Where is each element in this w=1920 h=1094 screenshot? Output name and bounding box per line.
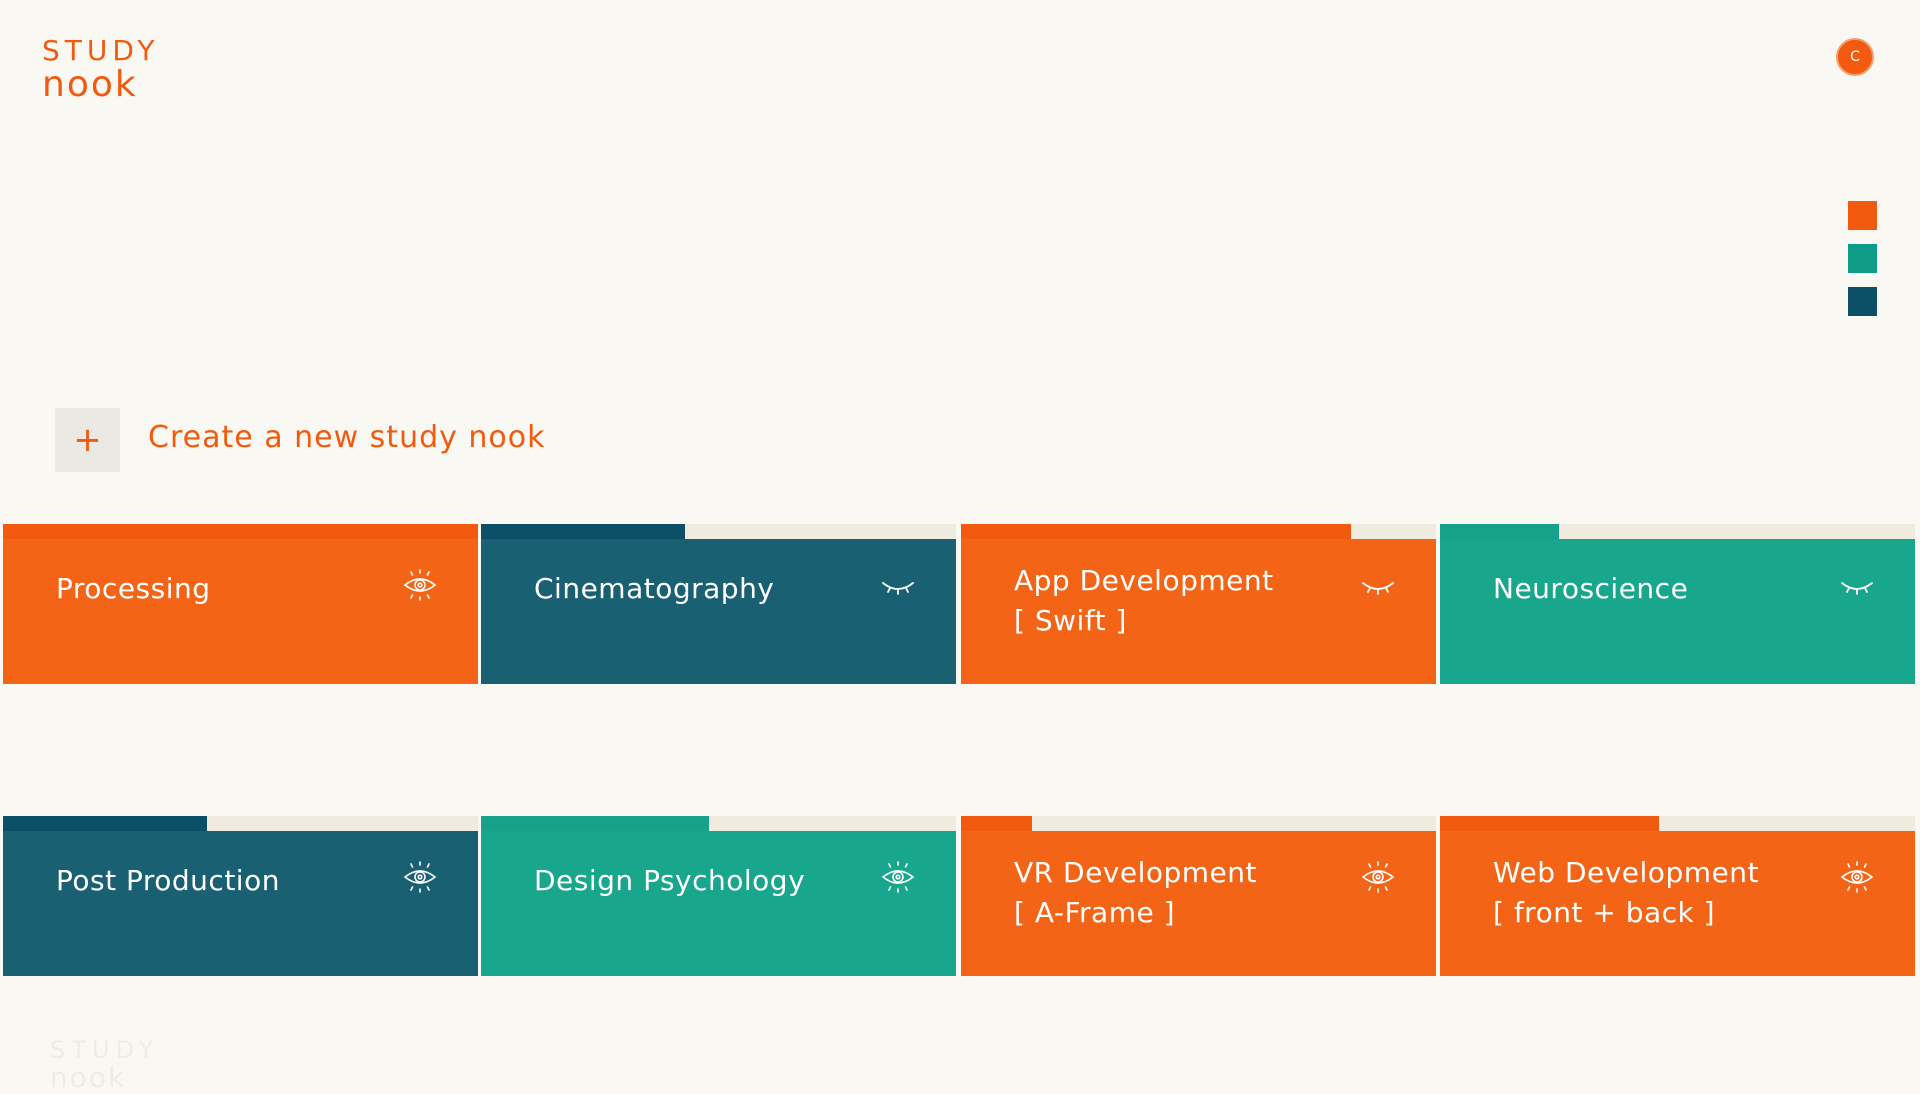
eye-open-icon[interactable] <box>1358 857 1398 897</box>
card-body: Post Production <box>3 831 478 976</box>
card-progress-fill <box>961 524 1351 539</box>
card-title: Design Psychology <box>534 861 864 901</box>
card-title-text: Neuroscience <box>1493 572 1689 605</box>
card-title: App Development [ Swift ] <box>1014 561 1344 641</box>
eye-open-icon[interactable] <box>400 565 440 605</box>
nook-card[interactable]: Neuroscience <box>1440 524 1915 684</box>
logo[interactable]: STUDY nook <box>42 34 170 104</box>
create-nook-button[interactable]: + <box>55 408 120 472</box>
card-progress-bar <box>481 524 956 539</box>
create-nook-label[interactable]: Create a new study nook <box>148 420 546 455</box>
card-body: Web Development [ front + back ] <box>1440 831 1915 976</box>
logo-top-text: STUDY <box>42 34 160 67</box>
eye-open-icon[interactable] <box>878 857 918 897</box>
card-title-text: App Development <box>1014 564 1274 597</box>
footer-logo: STUDY nook <box>50 1036 159 1092</box>
color-swatch-teal[interactable] <box>1848 244 1877 273</box>
card-subtitle: [ front + back ] <box>1493 896 1716 929</box>
eye-closed-icon[interactable] <box>878 565 918 605</box>
eye-open-icon[interactable] <box>1837 857 1877 897</box>
footer-logo-bottom: nook <box>50 1061 127 1094</box>
eye-closed-icon[interactable] <box>1358 565 1398 605</box>
nook-card[interactable]: VR Development [ A-Frame ] <box>961 816 1436 976</box>
footer-logo-top: STUDY <box>50 1036 160 1064</box>
plus-icon: + <box>73 420 102 460</box>
nook-card[interactable]: App Development [ Swift ] <box>961 524 1436 684</box>
card-title-text: Processing <box>56 572 211 605</box>
card-body: Design Psychology <box>481 831 956 976</box>
card-progress-fill <box>3 816 208 831</box>
card-title: Processing <box>56 569 386 609</box>
card-title: Cinematography <box>534 569 864 609</box>
card-title-text: Web Development <box>1493 856 1759 889</box>
card-progress-bar <box>3 524 478 539</box>
card-body: VR Development [ A-Frame ] <box>961 831 1436 976</box>
nook-card[interactable]: Design Psychology <box>481 816 956 976</box>
card-progress-fill <box>481 816 709 831</box>
card-progress-fill <box>961 816 1033 831</box>
nook-card[interactable]: Web Development [ front + back ] <box>1440 816 1915 976</box>
card-body: Processing <box>3 539 478 684</box>
logo-bottom-text: nook <box>42 64 138 105</box>
nook-card[interactable]: Cinematography <box>481 524 956 684</box>
card-body: Cinematography <box>481 539 956 684</box>
card-title: Web Development [ front + back ] <box>1493 853 1823 933</box>
card-title-text: Cinematography <box>534 572 775 605</box>
card-title-text: Design Psychology <box>534 864 806 897</box>
card-progress-bar <box>961 816 1436 831</box>
card-title: Post Production <box>56 861 386 901</box>
card-progress-bar <box>1440 816 1915 831</box>
card-progress-fill <box>1440 816 1659 831</box>
card-progress-fill <box>481 524 686 539</box>
card-progress-bar <box>481 816 956 831</box>
nook-card[interactable]: Processing <box>3 524 478 684</box>
card-progress-bar <box>3 816 478 831</box>
card-subtitle: [ A-Frame ] <box>1014 896 1176 929</box>
color-swatch-navy[interactable] <box>1848 287 1877 316</box>
card-progress-fill <box>1440 524 1559 539</box>
card-progress-fill <box>3 524 478 539</box>
card-progress-bar <box>1440 524 1915 539</box>
card-title-text: VR Development <box>1014 856 1258 889</box>
card-title-text: Post Production <box>56 864 280 897</box>
card-title: VR Development [ A-Frame ] <box>1014 853 1344 933</box>
user-avatar[interactable]: C <box>1836 38 1874 76</box>
nook-card[interactable]: Post Production <box>3 816 478 976</box>
card-progress-bar <box>961 524 1436 539</box>
card-title: Neuroscience <box>1493 569 1823 609</box>
card-subtitle: [ Swift ] <box>1014 604 1127 637</box>
card-body: App Development [ Swift ] <box>961 539 1436 684</box>
card-body: Neuroscience <box>1440 539 1915 684</box>
eye-open-icon[interactable] <box>400 857 440 897</box>
eye-closed-icon[interactable] <box>1837 565 1877 605</box>
color-swatch-orange[interactable] <box>1848 201 1877 230</box>
